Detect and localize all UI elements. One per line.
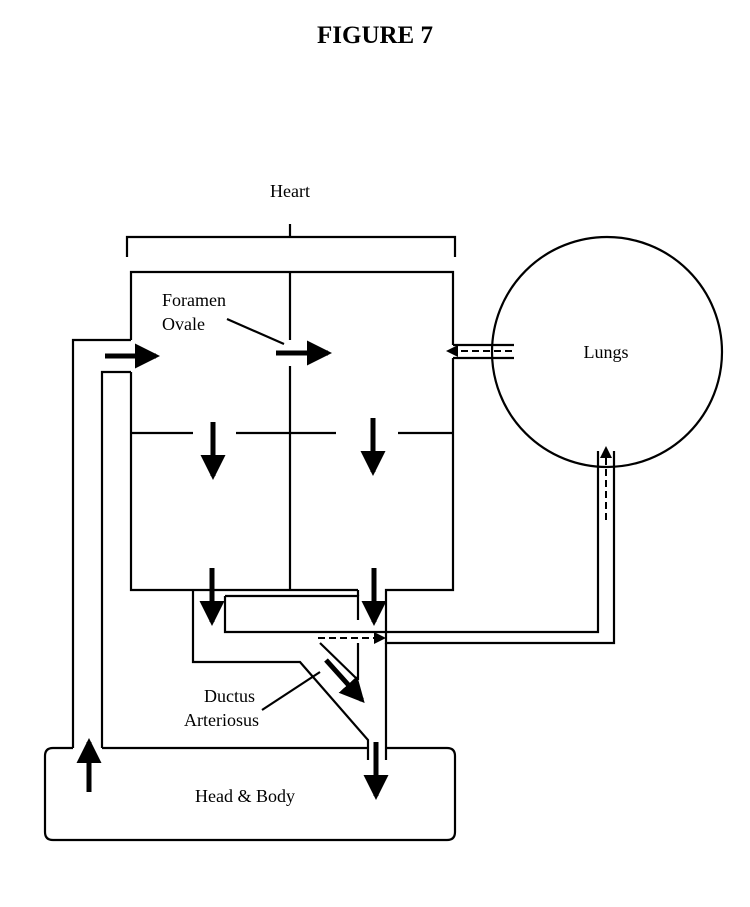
- figure-title: FIGURE 7: [317, 22, 433, 49]
- heart-bracket: [125, 224, 457, 257]
- heart-label: Heart: [270, 181, 310, 201]
- heart-outline: [129, 270, 455, 596]
- lungs-label: Lungs: [584, 342, 629, 362]
- vena-cava-vessel: [71, 338, 131, 748]
- ductus-arteriosus-label-line1: Ductus: [204, 686, 255, 706]
- ductus-arteriosus-pointer: [261, 671, 321, 711]
- foramen-ovale-label-line2: Ovale: [162, 314, 205, 334]
- pulmonary-vein-vessel: [453, 343, 514, 360]
- foramen-ovale-pointer: [226, 317, 285, 346]
- head-body-box: [43, 746, 457, 842]
- ductus-arteriosus-label-line2: Arteriosus: [184, 710, 259, 730]
- ductus-flow-arrow: [324, 658, 365, 703]
- lungs-circle: [490, 235, 724, 469]
- head-body-label: Head & Body: [195, 786, 295, 806]
- outflow-vessels: [191, 451, 616, 760]
- foramen-ovale-label-line1: Foramen: [162, 290, 226, 310]
